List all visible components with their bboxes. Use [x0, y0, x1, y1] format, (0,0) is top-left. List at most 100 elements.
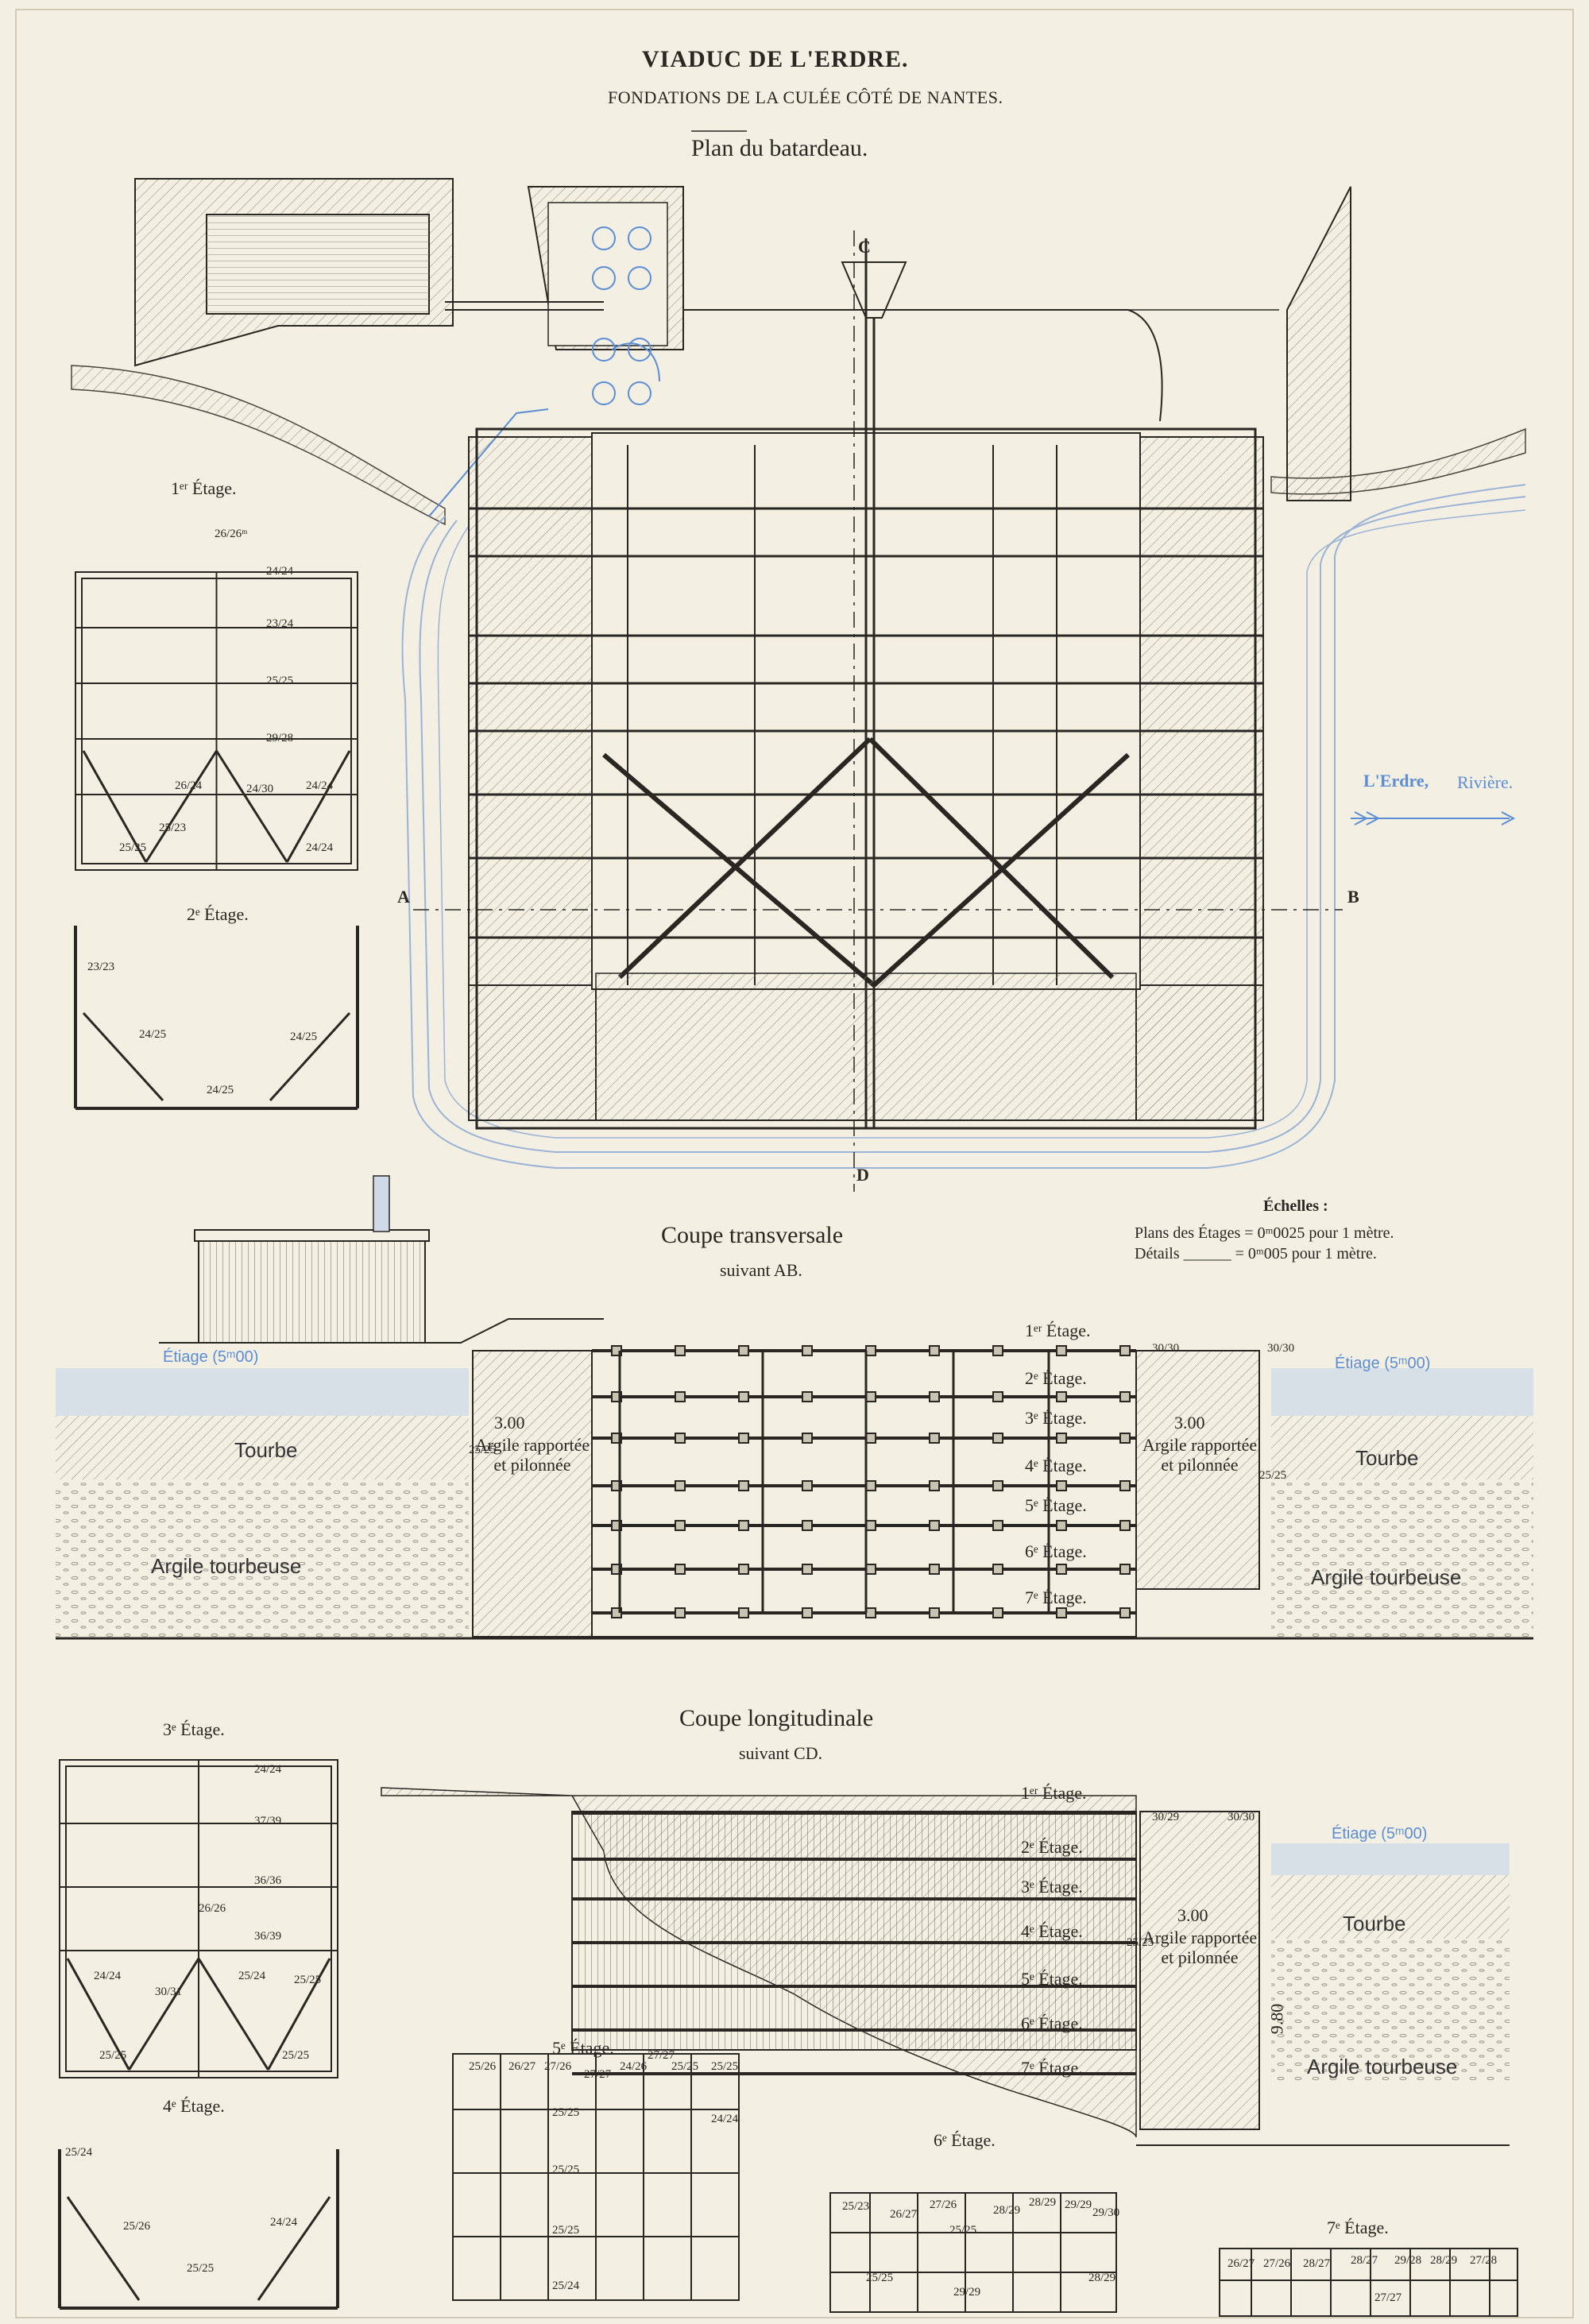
- timber-block: [992, 1391, 1003, 1402]
- etage6-dimension: 29/29: [953, 2286, 981, 2299]
- timber-beam: [257, 2196, 331, 2301]
- etage6-dimension: 28/29: [1088, 2272, 1116, 2284]
- etage5-dimension: 25/25: [552, 2224, 580, 2237]
- etage1-dimension: 24/30: [246, 783, 274, 795]
- timber-block: [1056, 1564, 1067, 1575]
- longitudinal-etage-2: 2ᵉ Étage.: [1021, 1837, 1083, 1857]
- etage6-dimension: 25/23: [842, 2200, 870, 2213]
- section-marker-b: B: [1347, 887, 1359, 907]
- section-dimension: 30/30: [1152, 1342, 1180, 1355]
- timber-block: [802, 1433, 813, 1444]
- etage6-dimension: 25/25: [949, 2224, 977, 2237]
- depth-dimension: 9.80: [1266, 2003, 1287, 2035]
- river-kind: Rivière.: [1457, 772, 1514, 792]
- timber-block: [1056, 1480, 1067, 1491]
- peat-long: Tourbe: [1343, 1912, 1406, 1935]
- etage1-dimension: 24/24: [306, 841, 334, 854]
- timber-beam: [66, 1958, 130, 2071]
- timber-block: [865, 1607, 876, 1618]
- timber-block: [675, 1433, 686, 1444]
- etage1-dimension: 26/24: [175, 779, 203, 792]
- etage2-dimension: 23/23: [87, 961, 115, 973]
- timber-block: [1119, 1480, 1131, 1491]
- timber-block: [1056, 1391, 1067, 1402]
- etage-2-plan-label: 2ᵉ Étage.: [187, 904, 249, 924]
- etage-4-plan-label: 4ᵉ Étage.: [163, 2096, 225, 2116]
- etage1-dimension: 25/25: [119, 841, 147, 854]
- timber-block: [675, 1520, 686, 1531]
- timber-block: [802, 1345, 813, 1356]
- peaty-clay-long: Argile tourbeuse: [1307, 2055, 1458, 2078]
- etage5-dimension: 25/26: [469, 2060, 497, 2073]
- timber-block: [675, 1391, 686, 1402]
- timber-block: [738, 1345, 749, 1356]
- timber-block: [992, 1607, 1003, 1618]
- etage3-dimension: 24/24: [254, 1763, 282, 1776]
- timber-block: [675, 1345, 686, 1356]
- peat-left: Tourbe: [234, 1438, 298, 1462]
- section-dimension: 30/30: [1267, 1342, 1295, 1355]
- etage5-dimension: 25/25: [711, 2060, 739, 2073]
- timber-beam: [145, 750, 218, 863]
- etage5-dimension: 26/27: [508, 2060, 536, 2073]
- etage2-dimension: 24/25: [207, 1084, 234, 1096]
- etage-5-plan-label: 5ᵉ Étage.: [552, 2038, 614, 2058]
- etage4-dimension: 25/25: [187, 2262, 215, 2275]
- transverse-subtitle: suivant AB.: [720, 1260, 802, 1280]
- timber-block: [738, 1433, 749, 1444]
- longitudinal-etage-3: 3ᵉ Étage.: [1021, 1877, 1083, 1897]
- etage7-dimension: 27/26: [1263, 2257, 1291, 2270]
- timber-block: [929, 1345, 940, 1356]
- etage6-dimension: 26/27: [890, 2208, 918, 2221]
- timber-block: [992, 1480, 1003, 1491]
- transverse-etage-5: 5ᵉ Étage.: [1025, 1495, 1087, 1515]
- etage-plans: [58, 571, 1518, 2317]
- fill-width-right: 3.00: [1174, 1413, 1205, 1433]
- timber-block: [1119, 1607, 1131, 1618]
- timber-beam: [215, 750, 288, 863]
- section-marker-a: A: [397, 887, 410, 907]
- longitudinal-subtitle: suivant CD.: [739, 1743, 823, 1763]
- etage7-dimension: 29/28: [1394, 2254, 1422, 2267]
- longitudinal-section: [381, 1787, 1510, 2146]
- etage3-dimension: 25/25: [99, 2049, 127, 2062]
- etage3-dimension: 25/24: [238, 1970, 266, 1982]
- etage1-dimension: 23/24: [266, 617, 294, 630]
- plan-view: [71, 178, 1526, 1192]
- timber-block: [738, 1391, 749, 1402]
- timber-block: [929, 1480, 940, 1491]
- timber-beam: [82, 1011, 164, 1102]
- fill-width-left: 3.00: [494, 1413, 525, 1433]
- etage5-dimension: 27/27: [584, 2068, 612, 2081]
- etage5-dimension: 27/26: [544, 2060, 572, 2073]
- etage6-dimension: 25/25: [866, 2272, 894, 2284]
- etage7-dimension: 28/27: [1303, 2257, 1331, 2270]
- etage5-dimension: 25/24: [552, 2280, 580, 2292]
- timber-block: [738, 1480, 749, 1491]
- water-level-left: Étiage (5ᵐ00): [163, 1348, 259, 1366]
- etage6-dimension: 28/29: [1029, 2196, 1057, 2209]
- timber-block: [929, 1607, 940, 1618]
- water-level-long: Étiage (5ᵐ00): [1332, 1825, 1428, 1843]
- etage3-dimension: 37/39: [254, 1815, 282, 1827]
- timber-beam: [128, 1958, 200, 2071]
- transverse-etage-3: 3ᵉ Étage.: [1025, 1408, 1087, 1428]
- timber-block: [1119, 1391, 1131, 1402]
- timber-beam: [267, 1958, 331, 2071]
- timber-block: [738, 1564, 749, 1575]
- etage5-dimension: 24/24: [711, 2113, 739, 2125]
- etage4-dimension: 25/24: [65, 2146, 93, 2159]
- section-dimension: 30/29: [1152, 1811, 1180, 1823]
- etage3-dimension: 36/39: [254, 1930, 282, 1943]
- etage-6-plan-label: 6ᵉ Étage.: [934, 2130, 996, 2150]
- fill-label-left: Argile rapportée et pilonnée: [474, 1435, 590, 1475]
- etage6-dimension: 29/29: [1065, 2198, 1092, 2211]
- timber-block: [992, 1433, 1003, 1444]
- longitudinal-title: Coupe longitudinale: [679, 1705, 874, 1731]
- timber-block: [1119, 1564, 1131, 1575]
- timber-block: [929, 1391, 940, 1402]
- timber-block: [738, 1520, 749, 1531]
- etage3-dimension: 25/25: [282, 2049, 310, 2062]
- transverse-etage-6: 6ᵉ Étage.: [1025, 1541, 1087, 1561]
